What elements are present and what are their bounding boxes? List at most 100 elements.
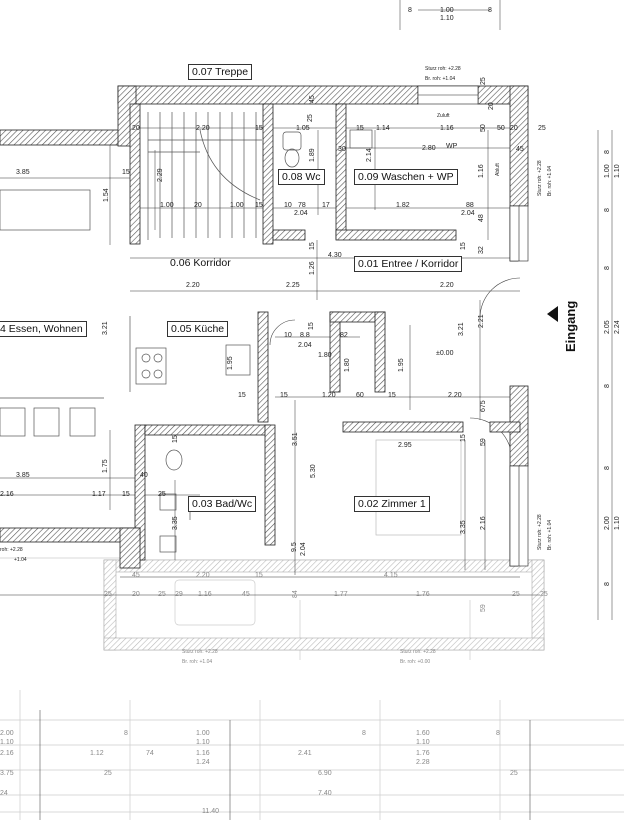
dim-label: 30 (338, 146, 346, 153)
dim-label: 7.40 (318, 790, 332, 797)
dim-label: 20 (132, 591, 140, 598)
dim-label: 1.10 (416, 739, 430, 746)
dim-label: 2.95 (398, 442, 412, 449)
dim-label: 1.16 (478, 164, 485, 178)
dim-label: 2.21 (478, 314, 485, 328)
dim-label: 3.51 (292, 432, 299, 446)
dim-label: 2.24 (614, 320, 621, 334)
dim-label: 50 (480, 124, 487, 132)
dim-label: 1.10 (440, 15, 454, 22)
dim-label: 40 (140, 472, 148, 479)
dim-label: 11.40 (202, 808, 219, 815)
room-label-entrance-hall: 0.01 Entree / Korridor (354, 256, 463, 272)
dim-label: 2.25 (286, 282, 300, 289)
dim-label: 2.05 (604, 320, 611, 334)
dim-label: 15 (309, 242, 316, 250)
dim-label: 1.95 (227, 356, 234, 370)
dim-label: 32 (478, 246, 485, 254)
dim-label: 1.77 (334, 591, 348, 598)
dim-label: 17 (322, 202, 330, 209)
dim-label: 1.24 (196, 759, 210, 766)
dim-label: 1.12 (90, 750, 104, 757)
dim-label: 2.20 (186, 282, 200, 289)
dim-label: 1.10 (196, 739, 210, 746)
dim-label: 2.00 (604, 516, 611, 530)
dim-label: 1.10 (614, 164, 621, 178)
dim-label: 15 (255, 202, 263, 209)
dim-label: 20 (488, 102, 495, 110)
dim-label: 8 (124, 730, 128, 737)
dim-label: 1.95 (398, 358, 405, 372)
ghost-walls (103, 559, 545, 651)
dim-label: 3.85 (16, 169, 30, 176)
window-note: roh: +2.28 (0, 547, 23, 553)
dim-label: 1.05 (296, 125, 310, 132)
dim-label: 1.80 (344, 358, 351, 372)
dim-label: 3.85 (16, 472, 30, 479)
dim-label: 1.14 (376, 125, 390, 132)
dim-label: 15 (122, 491, 130, 498)
dim-label: 5.30 (310, 464, 317, 478)
window-note: Sturz roh: +2.28 (400, 649, 436, 655)
dim-label: 29 (175, 591, 183, 598)
dim-label: 10 (284, 202, 292, 209)
dim-label: 20 (132, 125, 140, 132)
dim-label: 2.28 (416, 759, 430, 766)
dim-label: 45 (242, 591, 250, 598)
room-label-kitchen: 0.05 Küche (167, 321, 229, 337)
dim-label: 2.04 (298, 342, 312, 349)
entrance-arrow-icon (547, 306, 558, 322)
window-note: Sturz roh: +2.28 (537, 160, 543, 196)
dim-label: 25 (480, 77, 487, 85)
dim-label: 8 (604, 208, 611, 212)
dim-label: 15 (460, 242, 467, 250)
dim-label: 3.75 (0, 770, 14, 777)
window-note: Br. roh: +0.00 (400, 659, 431, 665)
dim-label: 3.35 (172, 516, 179, 530)
dim-label: 74 (146, 750, 154, 757)
dim-label: 1.00 (196, 730, 210, 737)
room-label-bath: 0.03 Bad/Wc (188, 496, 257, 512)
dim-label: 25 (510, 770, 518, 777)
dim-label: 2.20 (196, 572, 210, 579)
dim-label: 84 (292, 590, 299, 598)
dim-label: 3.21 (458, 322, 465, 336)
dim-label: 1.10 (614, 516, 621, 530)
dim-label: 8 (488, 7, 492, 14)
dim-label: 2.00 (0, 730, 14, 737)
dim-label: 1.82 (396, 202, 410, 209)
dim-label: 2.80 (422, 145, 436, 152)
dim-label: 59 (480, 604, 487, 612)
dim-label: 2.20 (196, 125, 210, 132)
dim-label: 8 (362, 730, 366, 737)
level-label: ±0.00 (436, 350, 454, 357)
window-note: Br. roh: +1.04 (182, 659, 213, 665)
window-note: +1.04 (14, 557, 27, 563)
dim-label: 675 (480, 400, 487, 412)
dim-label: 45 (132, 572, 140, 579)
dim-label: 1.00 (440, 7, 454, 14)
dim-label: 9.5 (291, 542, 298, 552)
dim-label: 88 (466, 202, 474, 209)
dim-label: 15 (460, 434, 467, 442)
dim-label: 8.8 (300, 332, 310, 339)
dim-label: 8 (604, 150, 611, 154)
dim-label: 15 (122, 169, 130, 176)
dim-label: 25 (538, 125, 546, 132)
dim-label: 2.29 (157, 168, 164, 182)
room-label-stairs: 0.07 Treppe (188, 64, 253, 80)
room-label-bedroom: 0.02 Zimmer 1 (354, 496, 430, 512)
dim-label: 1.76 (416, 750, 430, 757)
dim-label: 8 (604, 384, 611, 388)
window-note: Sturz roh: +2.28 (537, 514, 543, 550)
dim-label: 2.41 (298, 750, 312, 757)
dim-label: 25 (540, 591, 548, 598)
dim-label: 8 (408, 7, 412, 14)
dim-label: 15 (238, 392, 246, 399)
window-note: Br. roh: +1.04 (547, 519, 553, 550)
dim-label: 4.15 (384, 572, 398, 579)
windows (417, 85, 529, 567)
fixtures (0, 112, 462, 553)
dim-label: 1.16 (196, 750, 210, 757)
